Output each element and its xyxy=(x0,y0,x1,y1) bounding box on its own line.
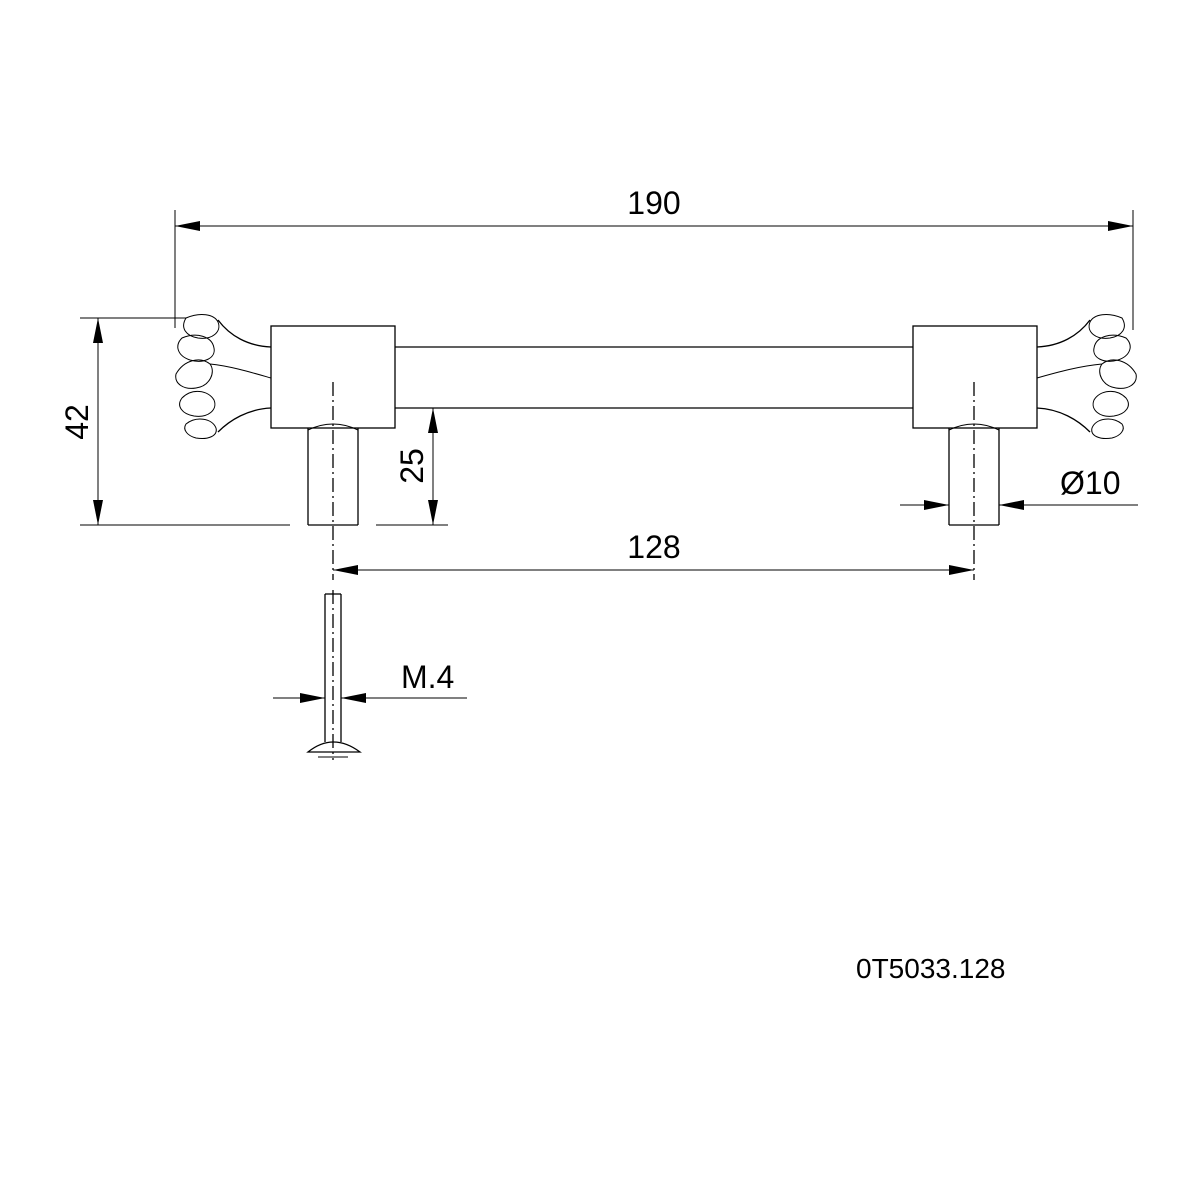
handle-part xyxy=(175,314,1137,526)
left-block xyxy=(270,325,396,429)
post-diameter-label: Ø10 xyxy=(1060,465,1120,501)
dimension-hole-spacing: 128 xyxy=(333,529,974,575)
dimension-screw-thread: M.4 xyxy=(273,659,467,703)
overall-length-label: 190 xyxy=(627,185,680,221)
left-flower-end xyxy=(175,314,272,439)
hole-spacing-label: 128 xyxy=(627,529,680,565)
dimension-overall-length: 190 xyxy=(174,185,1134,330)
height-label: 42 xyxy=(59,404,95,440)
screw-part xyxy=(306,593,362,758)
left-post xyxy=(307,423,359,526)
handle-bar xyxy=(395,346,913,409)
dimension-post-height: 25 xyxy=(376,408,448,526)
center-lines xyxy=(332,382,975,760)
right-flower-end xyxy=(1036,314,1137,439)
product-code: 0T5033.128 xyxy=(856,953,1005,984)
dimension-height: 42 xyxy=(59,317,290,526)
dimension-post-diameter: Ø10 xyxy=(900,465,1138,510)
screw-thread-label: M.4 xyxy=(401,659,454,695)
right-block xyxy=(912,325,1038,429)
post-height-label: 25 xyxy=(394,448,430,484)
